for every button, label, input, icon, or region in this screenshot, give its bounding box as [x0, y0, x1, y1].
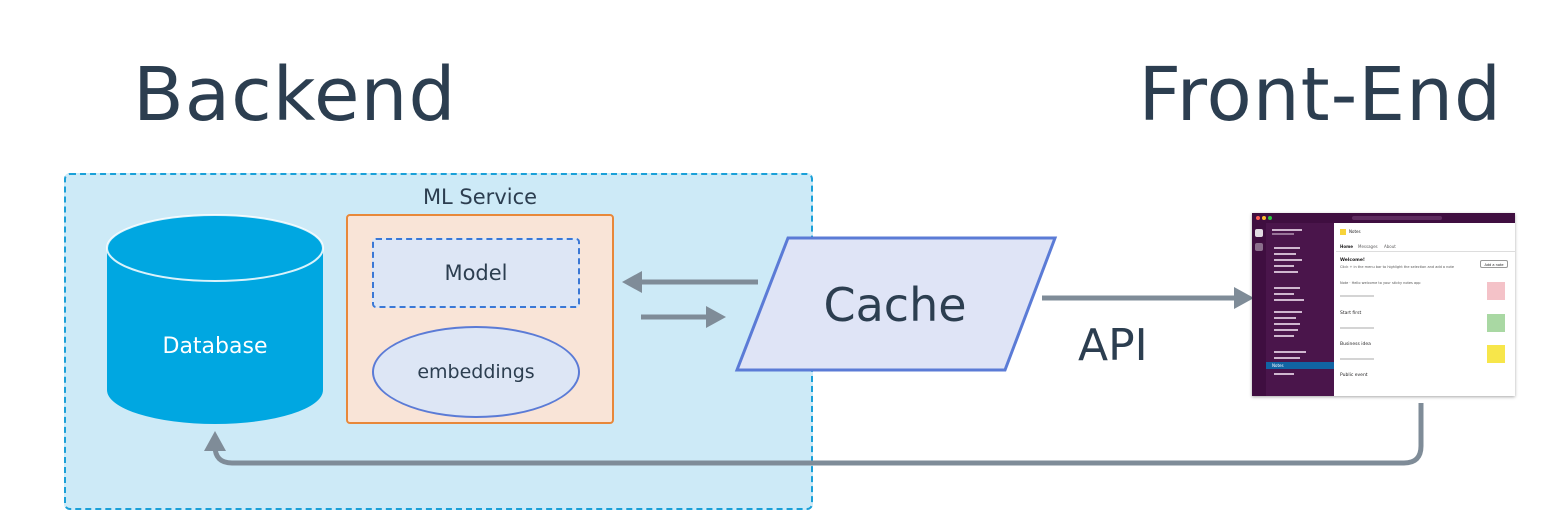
sidebar-line [1274, 271, 1298, 273]
embeddings-ellipse: embeddings [372, 326, 580, 418]
note-meta-line [1340, 358, 1374, 360]
note-title: Public event [1340, 373, 1368, 378]
sidebar-item-label: Notes [1272, 363, 1284, 368]
database-cylinder [106, 214, 324, 424]
arrowhead-frontend-to-database [204, 431, 226, 451]
note-meta-line [1340, 327, 1374, 329]
model-label: Model [444, 261, 508, 285]
sidebar-line [1274, 265, 1294, 267]
sidebar-line [1274, 351, 1306, 353]
app-header-title: Notes [1349, 229, 1361, 234]
sticky-note-green[interactable] [1487, 314, 1505, 332]
workspace-icon [1255, 243, 1263, 251]
app-rail [1252, 223, 1266, 396]
frontend-app-screenshot: Notes Notes Home Messages About Welcome!… [1252, 213, 1515, 396]
workspace-icon [1255, 229, 1263, 237]
arrowhead-cache-to-ml [622, 271, 642, 293]
sidebar-line [1274, 317, 1296, 319]
tab-messages[interactable]: Messages [1358, 244, 1378, 249]
app-search-bar [1352, 216, 1442, 220]
database-label: Database [162, 334, 268, 359]
cache-parallelogram [734, 236, 1058, 372]
sidebar-line [1272, 233, 1294, 235]
backend-heading: Backend [133, 52, 457, 138]
welcome-title: Welcome! [1340, 258, 1365, 263]
frontend-heading: Front-End [1138, 52, 1502, 138]
arrowhead-cache-to-frontend [1234, 287, 1254, 309]
ml-service-title: ML Service [422, 185, 538, 209]
welcome-text: Click + in the menu bar to highlight the… [1340, 265, 1455, 269]
add-note-button[interactable]: Add a note [1480, 260, 1508, 268]
tab-home[interactable]: Home [1340, 244, 1353, 249]
intro-text: Note · Hello welcome to your sticky note… [1340, 281, 1421, 285]
note-meta-line [1340, 295, 1374, 297]
sidebar-line [1274, 335, 1294, 337]
note-title: Business idea [1340, 342, 1371, 347]
minimize-dot-icon [1262, 216, 1266, 220]
arrowhead-ml-to-cache [706, 306, 726, 328]
sidebar-line [1274, 287, 1300, 289]
cache-label: Cache [823, 278, 967, 332]
sticky-note-pink[interactable] [1487, 282, 1505, 300]
sidebar-item-notes[interactable] [1266, 362, 1334, 369]
sidebar-line [1274, 299, 1304, 301]
notes-app-icon [1340, 229, 1346, 235]
sidebar-line [1274, 323, 1300, 325]
sidebar-line [1274, 329, 1298, 331]
sidebar-line [1272, 229, 1302, 231]
sidebar-line [1274, 357, 1300, 359]
app-titlebar [1252, 213, 1515, 223]
sidebar-line [1274, 247, 1300, 249]
model-box: Model [372, 238, 580, 308]
sidebar-line [1274, 293, 1294, 295]
sidebar-line [1274, 259, 1302, 261]
sidebar-line [1274, 253, 1296, 255]
tab-about[interactable]: About [1384, 244, 1396, 249]
arrow-frontend-to-database [212, 403, 1424, 466]
sticky-note-yellow[interactable] [1487, 345, 1505, 363]
embeddings-label: embeddings [417, 361, 535, 383]
close-dot-icon [1256, 216, 1260, 220]
sidebar-line [1274, 373, 1294, 375]
sidebar-line [1274, 311, 1302, 313]
maximize-dot-icon [1268, 216, 1272, 220]
api-label: API [1078, 320, 1148, 371]
note-title: Start first [1340, 311, 1362, 316]
tab-divider [1336, 251, 1515, 252]
